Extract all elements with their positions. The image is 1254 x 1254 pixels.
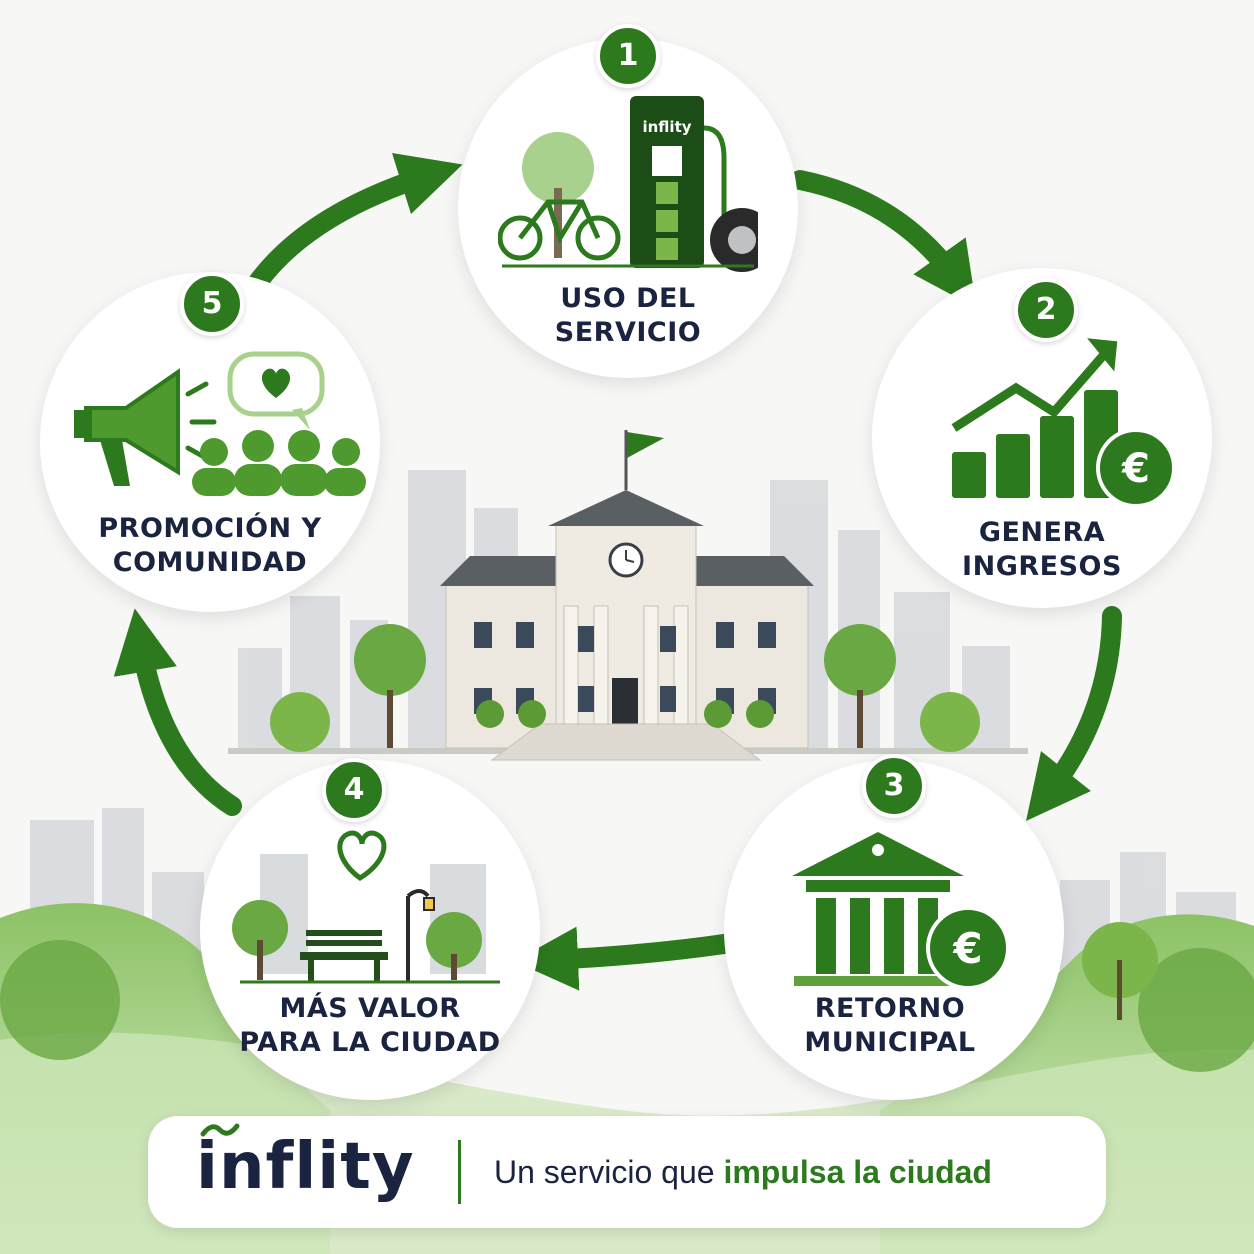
- growth-chart-euro-icon: €: [951, 338, 1176, 508]
- step-5-badge: 5: [180, 272, 244, 336]
- arrow-3-to-4: [514, 926, 734, 991]
- arrow-2-to-3: [1026, 606, 1122, 821]
- arrow-1-to-2: [790, 170, 977, 309]
- svg-text:inflity: inflity: [642, 118, 691, 136]
- svg-text:€: €: [952, 924, 982, 973]
- brand-logo: inflity: [196, 1130, 415, 1204]
- tagline-prefix: Un servicio que: [494, 1154, 724, 1190]
- arrow-5-to-1: [248, 152, 463, 292]
- arrow-4-to-5: [113, 608, 242, 816]
- footer-banner: inflity Un servicio que impulsa la ciuda…: [148, 1116, 1106, 1228]
- tagline-highlight: impulsa la ciudad: [723, 1154, 992, 1190]
- step-3-badge: 3: [862, 754, 926, 818]
- charging-station-icon: inflity: [498, 96, 758, 272]
- step-2-badge: 2: [1014, 278, 1078, 342]
- step-1-badge: 1: [596, 24, 660, 88]
- footer-divider: [458, 1140, 461, 1204]
- step-4-badge: 4: [322, 758, 386, 822]
- bank-euro-icon: €: [792, 832, 1010, 990]
- brand-tilde-mark: [200, 1123, 240, 1137]
- tagline: Un servicio que impulsa la ciudad: [494, 1154, 992, 1191]
- park-bench-heart-icon: [232, 830, 500, 984]
- cycle-arrows: [113, 152, 1122, 991]
- city-hall-icon: [228, 430, 1028, 761]
- megaphone-community-icon: [74, 351, 366, 496]
- svg-text:€: €: [1121, 446, 1150, 492]
